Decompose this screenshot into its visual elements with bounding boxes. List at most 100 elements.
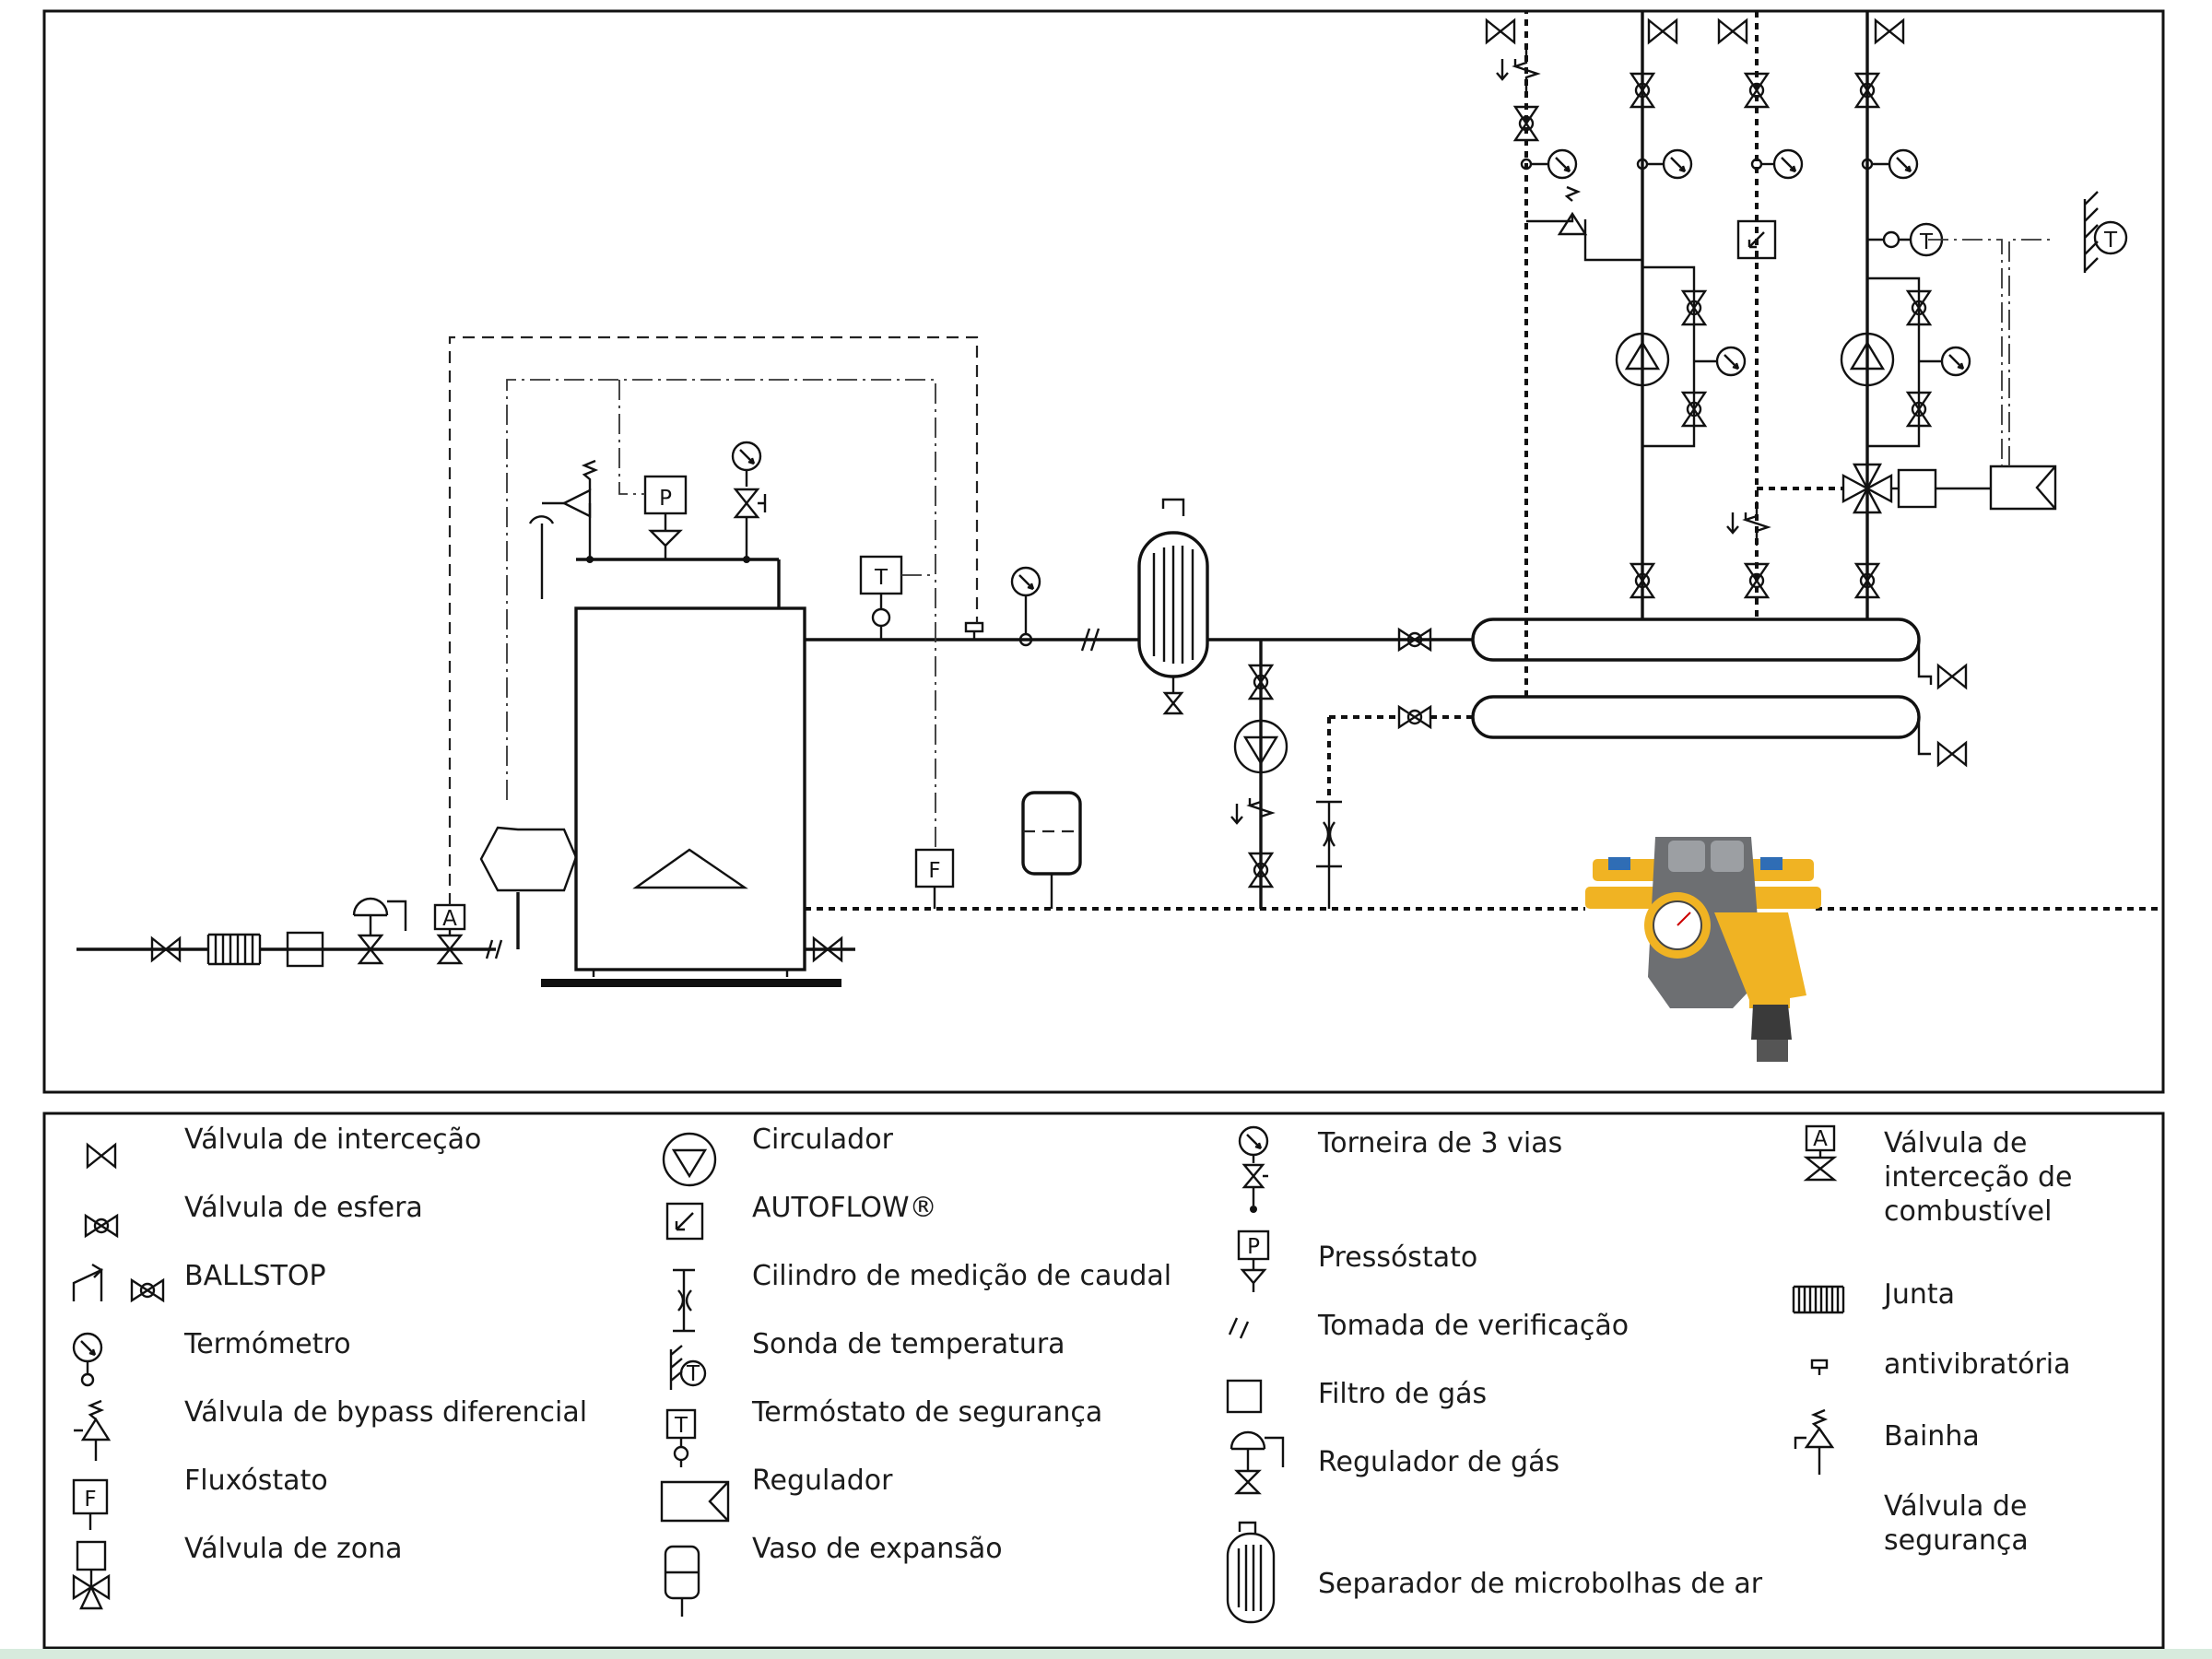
compensator-joint-icon (206, 935, 262, 964)
legend-icons-col1: F (72, 1143, 165, 1610)
circulator-icon (662, 1132, 717, 1187)
check-valve-icon (1744, 500, 1770, 547)
legend-label: Circulador (752, 1124, 893, 1156)
zone-valve-icon (72, 1540, 111, 1610)
test-point-icon (485, 939, 503, 959)
legend-label: Pressóstato (1318, 1241, 1478, 1274)
legend-label: Válvula de esfera (184, 1192, 423, 1224)
pressure-switch-icon: P (643, 475, 688, 559)
zone-3: T T (1840, 11, 2128, 619)
zone-2 (1717, 11, 1843, 619)
svg-text:A: A (1813, 1127, 1828, 1151)
regulator-icon (1989, 465, 2057, 511)
drain-valve-icon (1936, 741, 1968, 767)
legend-label: Tomada de verificação (1318, 1310, 1630, 1342)
legend-label: Válvula de interceção de combustível (1884, 1127, 2073, 1228)
autoflow-icon (1736, 219, 1777, 260)
gas-filter-icon (1226, 1379, 1263, 1414)
boiler-flow-pipe: T (805, 555, 1139, 652)
gas-regulator-icon (352, 897, 407, 965)
expansion-vessel-icon (1021, 791, 1082, 909)
svg-text:T: T (1919, 230, 1934, 254)
svg-text:T: T (674, 1414, 688, 1438)
ball-valve-icon (1513, 105, 1539, 142)
boiler (479, 558, 855, 987)
three-way-cock-icon (731, 441, 767, 559)
legend-label: Junta (1884, 1278, 1956, 1311)
check-valve-icon (1248, 785, 1274, 833)
footer-band (0, 1649, 2212, 1659)
temperature-probe-icon: T (669, 1345, 707, 1390)
legend-label: Fluxóstato (184, 1465, 328, 1497)
three-way-cock-icon (1238, 1125, 1269, 1213)
legend-label: Torneira de 3 vias (1318, 1127, 1563, 1159)
legend-label: Bainha (1884, 1420, 1980, 1453)
burner (479, 826, 578, 892)
flow-switch-icon: F (72, 1478, 109, 1530)
zone-1 (1485, 11, 1747, 697)
ball-valve-icon (84, 1214, 119, 1238)
control-lines (448, 335, 979, 905)
temperature-probe-icon: T (2083, 191, 2128, 273)
legend-label: AUTOFLOW® (752, 1192, 937, 1224)
svg-text:F: F (84, 1488, 96, 1512)
regulator-icon (660, 1480, 730, 1523)
shutoff-valve-icon (86, 1143, 117, 1169)
boiler-safety-devices: P (528, 441, 767, 599)
legend-icons-col3: P (1226, 1125, 1285, 1624)
backflow-preventer-device (1585, 837, 1821, 1062)
legend-frame (42, 1112, 2165, 1650)
check-valve-icon (1513, 46, 1539, 94)
svg-text:P: P (1247, 1235, 1260, 1259)
flow-cylinder-icon (673, 1268, 695, 1333)
legend-label: antivibratória (1884, 1348, 2071, 1381)
fuel-shutoff-valve-icon: A (433, 903, 466, 965)
fuel-shutoff-valve-icon: A (1803, 1124, 1838, 1182)
flow-switch-label: F (928, 859, 940, 883)
safety-valve-icon (528, 459, 599, 599)
legend-label: Cilindro de medição de caudal (752, 1260, 1172, 1292)
svg-text:T: T (686, 1362, 700, 1386)
legend-label: Vaso de expansão (752, 1533, 1003, 1565)
safety-thermostat-icon: T (859, 555, 903, 640)
pressure-switch-label: P (659, 487, 672, 511)
safety-thermostat-label: T (874, 566, 888, 590)
gas-line: A (76, 892, 520, 968)
ball-valve-icon (1397, 705, 1432, 729)
differential-bypass-valve-icon (74, 1399, 112, 1461)
thermometer-icon (1010, 566, 1041, 647)
legend-label: Regulador (752, 1465, 893, 1497)
differential-bypass-valve-icon (1557, 185, 1642, 262)
return-header (1471, 695, 1968, 767)
autoflow-icon (665, 1202, 704, 1241)
legend-label: Filtro de gás (1318, 1378, 1488, 1410)
legend-label: Válvula de bypass diferencial (184, 1396, 588, 1429)
legend-label: Válvula de zona (184, 1533, 403, 1565)
ballstop-icon (72, 1263, 165, 1302)
legend-label: Sonda de temperatura (752, 1328, 1065, 1360)
legend-icons-col2: T T (660, 1132, 730, 1617)
legend-label: BALLSTOP (184, 1260, 326, 1292)
pressure-switch-icon: P (1237, 1230, 1270, 1292)
test-point-icon (1228, 1317, 1250, 1339)
air-separator-icon (1226, 1521, 1276, 1624)
return-pump-group (1230, 640, 1288, 909)
legend-label: Válvula de segurança (1884, 1490, 2029, 1557)
safety-valve-icon (1794, 1408, 1835, 1475)
thermometer-icon (72, 1332, 103, 1387)
air-separator-icon (1137, 498, 1419, 715)
gas-regulator-icon (1230, 1430, 1285, 1495)
flow-cylinder-icon (1316, 800, 1342, 909)
legend-label: Regulador de gás (1318, 1446, 1560, 1478)
flow-header (1471, 618, 1968, 689)
compensator-joint-icon (1792, 1285, 1845, 1314)
legend-label: Termóstato de segurança (752, 1396, 1103, 1429)
antivibration-icon (1810, 1359, 1829, 1375)
fuel-valve-label: A (442, 907, 457, 931)
drain-valve-icon (1936, 664, 1968, 689)
zone-valve-icon (1841, 463, 1937, 514)
antivibration-icon (964, 621, 984, 633)
diagram-frame (42, 9, 2165, 1094)
